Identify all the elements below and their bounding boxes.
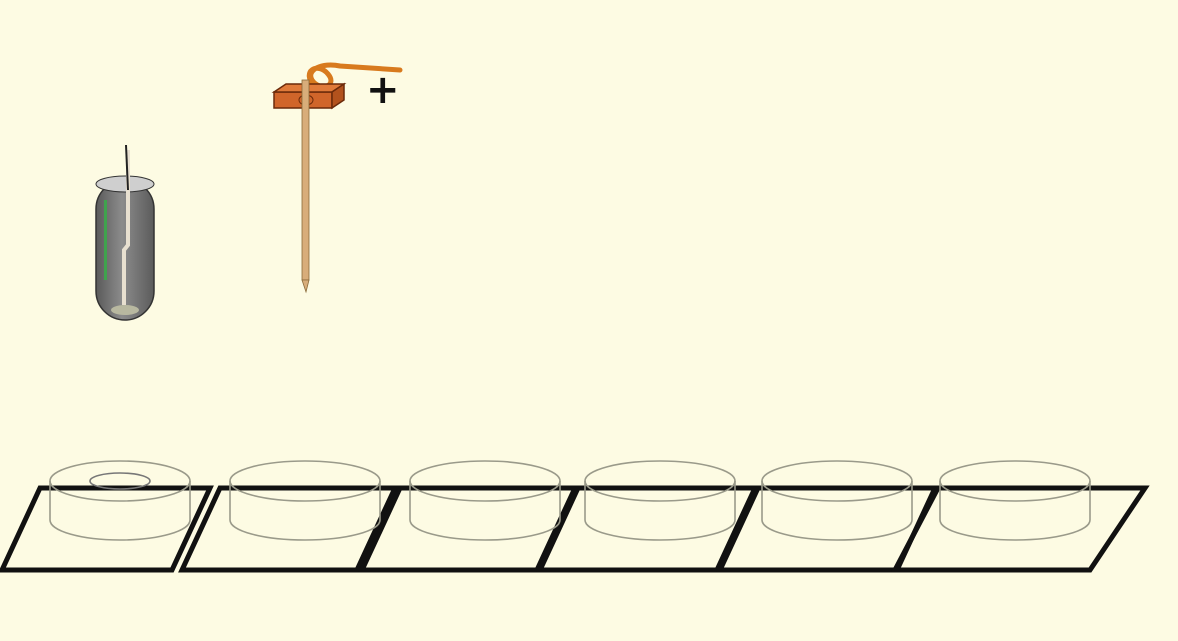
base-plates — [0, 485, 1150, 573]
plate-6 — [890, 485, 1150, 573]
ring-stand-3 — [409, 460, 561, 541]
plate-2 — [178, 485, 399, 573]
ring-stand-6 — [939, 460, 1091, 541]
copper-clamp-assembly — [271, 62, 403, 294]
positive-terminal-sign: + — [366, 67, 400, 113]
ring-stand-5 — [761, 460, 913, 541]
top-vial — [95, 144, 155, 321]
ring-stand-4 — [584, 460, 736, 541]
plate-4 — [536, 485, 759, 573]
ring-stand-2 — [229, 460, 381, 541]
plate-1 — [0, 485, 214, 573]
ring-stands — [49, 460, 1091, 541]
ring-stand-1 — [49, 460, 191, 541]
plate-3 — [358, 485, 579, 573]
